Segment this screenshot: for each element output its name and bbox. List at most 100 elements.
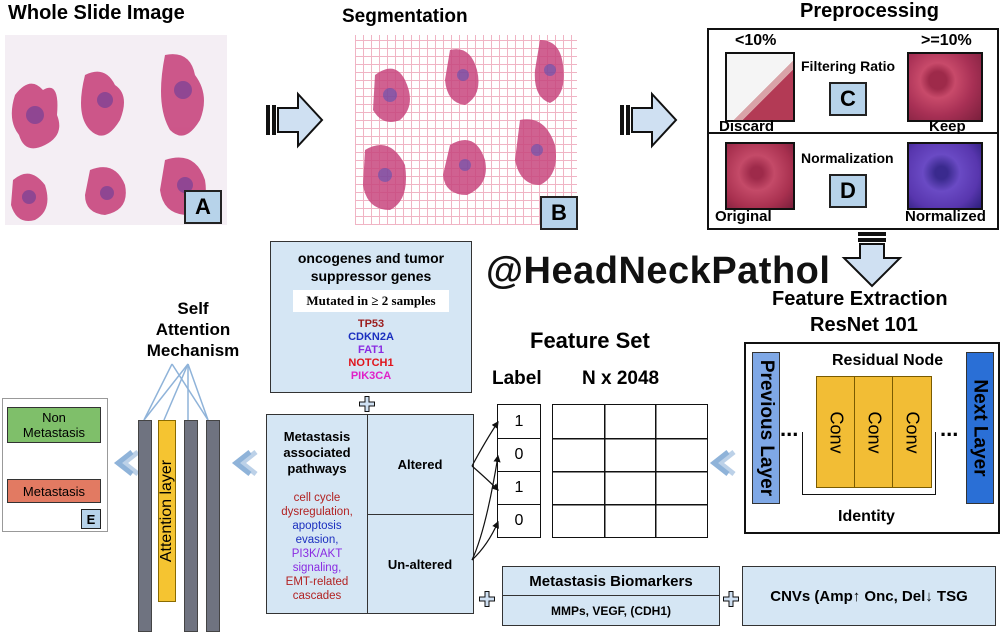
- attention-bar: [138, 420, 152, 632]
- resnet-title: ResNet 101: [810, 314, 918, 336]
- arrow-right-icon: [266, 91, 324, 149]
- biomarkers-panel: Metastasis Biomarkers MMPs, VEGF, (CDH1): [502, 566, 720, 626]
- identity-loop: [802, 432, 936, 495]
- arrow-down-icon: [841, 232, 903, 288]
- resnet-panel: Residual Node Previous Layer Next Layer …: [744, 342, 1000, 534]
- gene-fat1: FAT1: [357, 344, 385, 356]
- arrow-right-icon: [620, 91, 678, 149]
- label-cell: 1: [498, 471, 540, 505]
- segmented-tissue-illustration: [363, 40, 564, 210]
- identity-label: Identity: [838, 508, 895, 525]
- conv-label: Conv: [864, 410, 885, 454]
- next-layer-label: Next Layer: [970, 379, 992, 477]
- self-attention-title: Self Attention Mechanism: [138, 298, 248, 361]
- gene-list: TP53 CDKN2A FAT1 NOTCH1 PIK3CA: [271, 318, 471, 383]
- conv-block-1: Conv: [816, 376, 856, 488]
- self-attention-line1: Self: [177, 299, 209, 318]
- dots-right: ...: [940, 416, 959, 441]
- watermark-handle: @HeadNeckPathol: [486, 250, 831, 292]
- pathways-title-line2: associated: [283, 445, 351, 460]
- pathways-list: cell cycle dysregulation, apoptosis evas…: [267, 491, 367, 603]
- genes-title-line2: suppressor genes: [310, 268, 432, 284]
- label-column: 1 0 1 0: [497, 404, 541, 538]
- gene-tp53: TP53: [357, 318, 385, 330]
- conv-block-2: Conv: [854, 376, 894, 488]
- segmentation-image: [355, 35, 577, 225]
- panel-label-b: B: [540, 196, 578, 230]
- label-cell: 0: [514, 511, 524, 529]
- original-label: Original: [715, 208, 772, 225]
- pathway-item: EMT-related: [285, 576, 349, 588]
- lt10-label: <10%: [735, 32, 777, 49]
- dims-header: N x 2048: [582, 368, 660, 389]
- pathways-panel: Metastasis associated pathways cell cycl…: [266, 414, 474, 614]
- normalized-label: Normalized: [905, 208, 986, 225]
- biomarkers-title: Metastasis Biomarkers: [503, 567, 719, 596]
- cnvs-panel: CNVs (Amp↑ Onc, Del↓ TSG: [742, 566, 996, 626]
- attention-layer-label: Attention layer: [158, 459, 175, 563]
- pathway-item: cascades: [292, 590, 342, 602]
- pathway-item: apoptosis: [292, 520, 342, 532]
- previous-layer-label: Previous Layer: [756, 359, 777, 497]
- label-column-header: Label: [492, 368, 542, 389]
- discard-tile: [725, 52, 795, 122]
- label-cell: 1: [498, 405, 540, 439]
- pathways-divider-horizontal: [367, 514, 473, 515]
- filtering-ratio-label: Filtering Ratio: [801, 58, 896, 74]
- non-metastasis-box: Non Metastasis: [7, 407, 101, 443]
- dots-left: ...: [780, 416, 799, 441]
- conv-label: Conv: [826, 410, 847, 454]
- label-mapping-arrows: [471, 421, 501, 561]
- mutated-label: Mutated in ≥ 2 samples: [293, 290, 449, 312]
- gene-cdkn2a: CDKN2A: [348, 331, 394, 343]
- preprocessing-divider: [709, 132, 997, 134]
- feature-matrix: [552, 404, 708, 538]
- attention-bar: [206, 420, 220, 632]
- preprocessing-title: Preprocessing: [800, 0, 939, 22]
- label-cell: 0: [498, 438, 540, 472]
- attention-layer-bar: Attention layer: [158, 420, 176, 602]
- output-panel: Non Metastasis Metastasis E: [2, 398, 108, 532]
- conv-block-3: Conv: [892, 376, 932, 488]
- gene-notch1: NOTCH1: [348, 357, 394, 369]
- residual-node-label: Residual Node: [832, 352, 944, 369]
- panel-label-d: D: [829, 174, 867, 208]
- discard-label: Discard: [719, 118, 775, 135]
- chevron-left-icon: [231, 450, 258, 476]
- genes-panel: oncogenes and tumor suppressor genes Mut…: [270, 241, 472, 393]
- pathways-title: Metastasis associated pathways: [267, 429, 367, 477]
- previous-layer-block: Previous Layer: [752, 352, 780, 504]
- self-attention-line3: Mechanism: [146, 341, 240, 360]
- whole-slide-image: [5, 35, 227, 225]
- altered-label: Altered: [397, 457, 443, 472]
- conv-label: Conv: [902, 410, 923, 454]
- chevron-left-icon: [113, 450, 140, 476]
- pathway-item: PI3K/AKT: [291, 548, 343, 560]
- genes-title-line1: oncogenes and tumor: [297, 250, 445, 266]
- chevron-left-icon: [709, 450, 736, 476]
- panel-label-a: A: [184, 190, 222, 224]
- ge10-label: >=10%: [921, 32, 972, 49]
- normalized-tile: [907, 142, 983, 210]
- original-tile: [725, 142, 795, 210]
- pathways-title-line1: Metastasis: [283, 429, 351, 444]
- pathway-item: dysregulation,: [281, 506, 353, 518]
- wsi-title: Whole Slide Image: [8, 2, 185, 24]
- self-attention-line2: Attention: [155, 320, 231, 339]
- keep-label: Keep: [929, 118, 966, 135]
- non-metastasis-line1: Non: [42, 410, 66, 425]
- attention-bar: [184, 420, 198, 632]
- plus-icon: [359, 396, 375, 412]
- segmentation-title: Segmentation: [342, 6, 468, 27]
- normalization-label: Normalization: [801, 150, 894, 166]
- feature-extraction-title: Feature Extraction: [772, 288, 948, 310]
- pathway-item: evasion,: [295, 534, 339, 546]
- plus-icon: [479, 591, 495, 607]
- feature-set-title: Feature Set: [530, 328, 650, 353]
- non-metastasis-line2: Metastasis: [22, 425, 86, 440]
- panel-label-e: E: [81, 509, 101, 529]
- pathway-item: signaling,: [292, 562, 342, 574]
- preprocessing-panel: <10% >=10% Filtering Ratio C Discard Kee…: [707, 28, 999, 230]
- unaltered-label: Un-altered: [387, 556, 453, 572]
- panel-label-c: C: [829, 82, 867, 116]
